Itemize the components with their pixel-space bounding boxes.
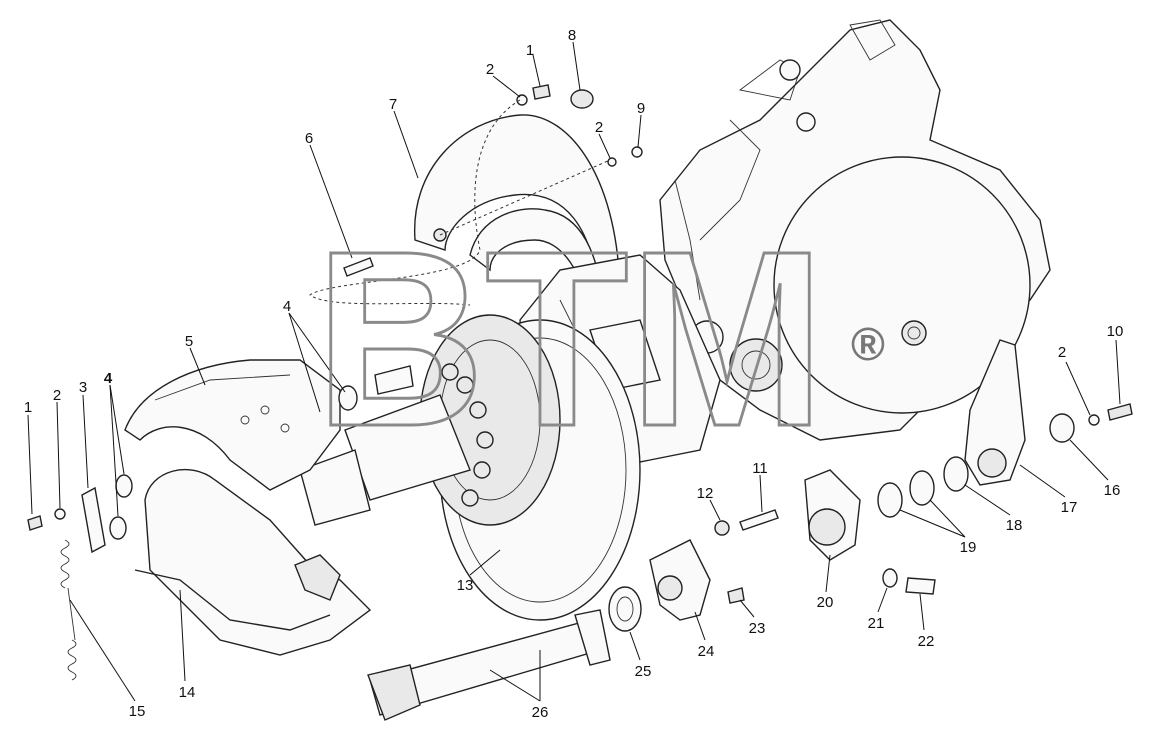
callout-6: 6 [305,130,313,147]
axle-housing [659,19,1051,441]
brake-shoe-upper [124,359,341,491]
callout-3: 3 [79,379,87,396]
wheel-hub [299,363,494,526]
callout-2: 2 [53,387,61,404]
callout-17: 17 [1061,499,1078,516]
callout-25: 25 [635,663,652,680]
callout-13: 13 [457,577,474,594]
callout-7: 7 [389,96,397,113]
callout-14: 14 [179,684,196,701]
watermark: BTM ® [314,198,886,480]
callout-5: 5 [185,333,193,350]
callout-18: 18 [1006,517,1023,534]
small-parts [27,84,1133,681]
leader-lines [27,41,1121,702]
watermark-text: BTM [315,199,825,478]
callout-24: 24 [698,643,715,660]
callout-4: 4 [283,298,291,315]
callout-26: 26 [532,704,549,721]
callout-11: 11 [752,460,768,477]
callout-9: 9 [637,100,645,117]
callout-10: 10 [1107,323,1124,340]
callout-12: 12 [697,485,714,502]
callout-16: 16 [1104,482,1121,499]
callout-1: 1 [526,42,534,59]
camshaft [367,609,611,721]
callout-21: 21 [868,615,885,632]
callout-19: 19 [960,539,977,556]
callout-22: 22 [918,633,935,650]
brake-shoe-lower [134,468,372,656]
callout-1: 1 [24,399,32,416]
callout-20: 20 [817,594,834,611]
callout-2: 2 [1058,344,1066,361]
callout-2: 2 [595,119,603,136]
callout-23: 23 [749,620,766,637]
callout-labels: 1 2 8 9 2 7 6 4 5 1 2 3 4 15 14 13 26 25… [24,27,1124,721]
watermark-registered-mark: ® [851,318,885,370]
callout-4: 4 [104,370,113,387]
callout-15: 15 [129,703,146,720]
callout-8: 8 [568,27,576,44]
callout-2: 2 [486,61,494,78]
